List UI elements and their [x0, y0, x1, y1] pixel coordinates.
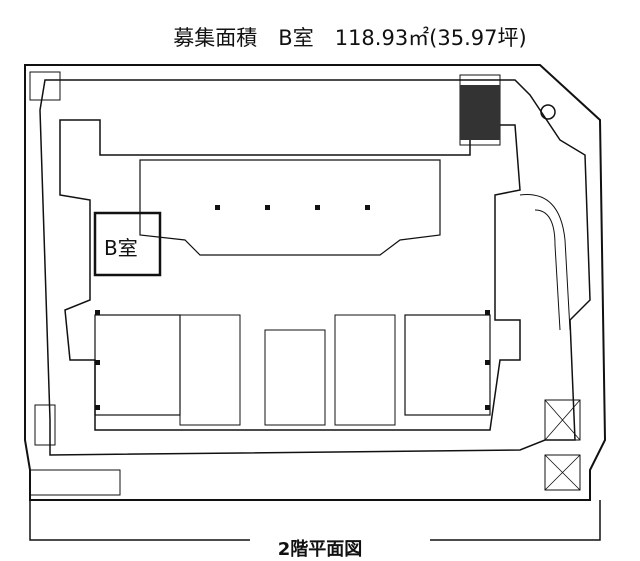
elevator-top-left	[29, 71, 61, 101]
lower-slab	[29, 500, 601, 541]
core-left	[179, 314, 241, 426]
page-title: 募集面積 B室 118.93㎡(35.97坪)	[173, 26, 527, 50]
floor-caption: 2階平面図	[277, 539, 363, 560]
outer-wall	[24, 64, 607, 501]
hall-left	[94, 314, 181, 416]
elevator-right-2	[544, 454, 581, 491]
column-round	[540, 104, 556, 120]
b-room-label: B室	[104, 236, 138, 260]
inner-perimeter	[39, 79, 591, 456]
elevator-left	[34, 404, 56, 446]
core-right	[334, 314, 396, 426]
slope	[29, 469, 121, 496]
columns	[95, 85, 500, 410]
core-center	[264, 329, 326, 426]
b-room-outline	[93, 211, 162, 277]
entrance-hall	[139, 159, 441, 256]
elevator-right	[544, 399, 581, 441]
ramp	[519, 194, 571, 331]
hall-right	[404, 314, 491, 416]
